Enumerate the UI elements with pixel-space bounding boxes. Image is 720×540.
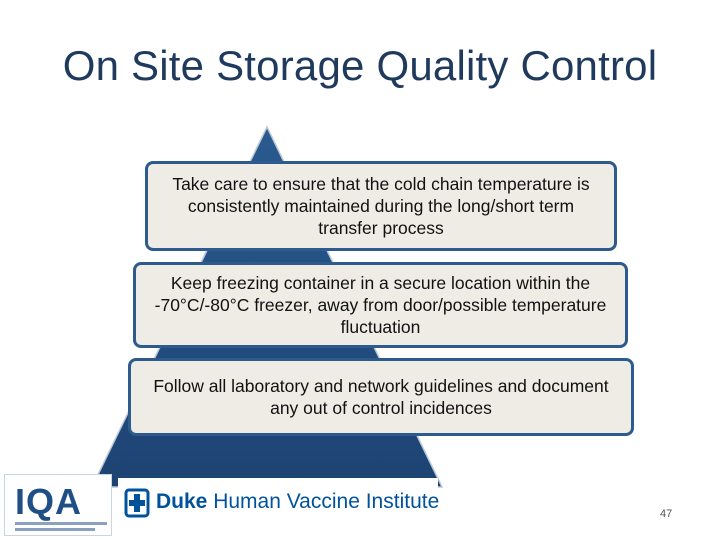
duke-logo-bold: Duke bbox=[156, 490, 208, 513]
slide-title: On Site Storage Quality Control bbox=[62, 42, 658, 89]
iqa-logo-text: IQA bbox=[15, 481, 83, 522]
duke-logo-rest: Human Vaccine Institute bbox=[213, 490, 440, 513]
duke-cross-icon bbox=[124, 488, 150, 518]
pyramid-step-3-text: Follow all laboratory and network guidel… bbox=[153, 376, 609, 418]
page-number: 47 bbox=[660, 508, 673, 520]
iqa-logo-caption-line bbox=[15, 528, 95, 531]
iqa-logo: IQA bbox=[4, 474, 112, 536]
duke-logo-text: Duke Human Vaccine Institute bbox=[156, 490, 439, 514]
pyramid-step-1: Take care to ensure that the cold chain … bbox=[145, 161, 617, 251]
pyramid-step-2-text: Keep freezing container in a secure loca… bbox=[154, 273, 607, 337]
pyramid-step-3: Follow all laboratory and network guidel… bbox=[128, 358, 634, 436]
pyramid-step-1-text: Take care to ensure that the cold chain … bbox=[172, 174, 590, 238]
duke-logo: Duke Human Vaccine Institute bbox=[118, 478, 439, 528]
pyramid-step-2: Keep freezing container in a secure loca… bbox=[133, 262, 628, 348]
iqa-logo-caption-line bbox=[15, 522, 107, 525]
